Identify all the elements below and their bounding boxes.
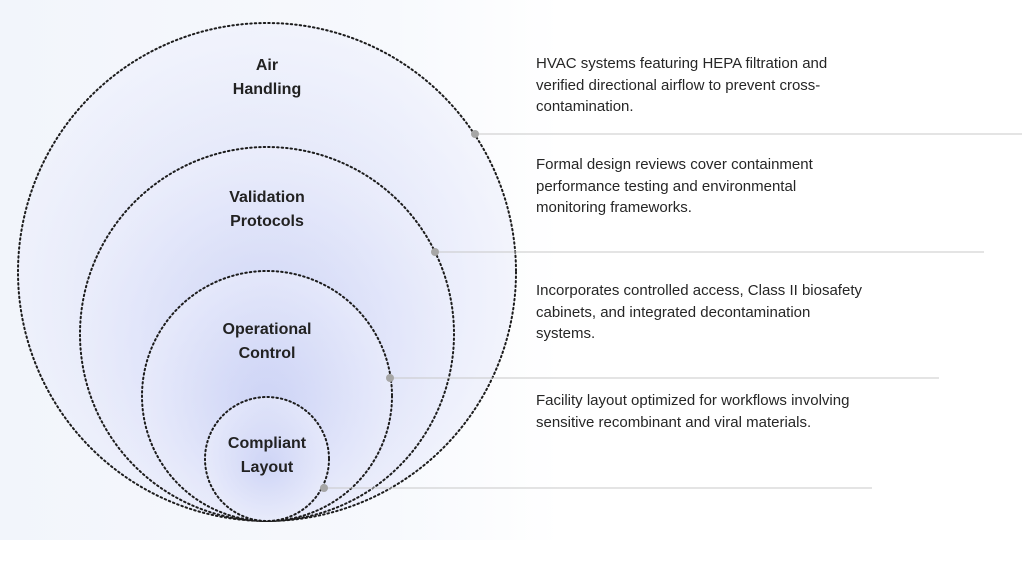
label-air-handling-line-1: Air bbox=[255, 57, 279, 74]
label-validation-protocols: Validation Protocols bbox=[229, 186, 305, 234]
label-operational-control-line-1: Operational bbox=[222, 321, 312, 338]
label-compliant-layout-line-1: Compliant bbox=[227, 435, 307, 452]
label-validation-protocols-line-1: Validation bbox=[229, 189, 305, 206]
label-validation-protocols-line-2: Protocols bbox=[230, 213, 304, 230]
marker-dot-compliant-layout bbox=[320, 484, 328, 492]
description-compliant-layout: Facility layout optimized for workflows … bbox=[536, 392, 850, 431]
marker-dot-validation-protocols bbox=[431, 248, 439, 256]
label-operational-control: Operational Control bbox=[223, 318, 312, 366]
label-compliant-layout-line-2: Layout bbox=[240, 459, 294, 476]
description-validation-protocols: Formal design reviews cover containment … bbox=[536, 156, 813, 216]
marker-dot-operational-control bbox=[386, 374, 394, 382]
circle-compliant-layout bbox=[204, 396, 330, 522]
label-operational-control-line-2: Control bbox=[238, 345, 296, 362]
label-air-handling-line-2: Handling bbox=[232, 81, 302, 98]
description-operational-control: Incorporates controlled access, Class II… bbox=[536, 282, 862, 342]
label-compliant-layout: Compliant Layout bbox=[228, 432, 306, 480]
description-air-handling: HVAC systems featuring HEPA filtration a… bbox=[536, 55, 828, 115]
label-air-handling: Air Handling bbox=[233, 54, 301, 102]
marker-dot-air-handling bbox=[471, 130, 479, 138]
